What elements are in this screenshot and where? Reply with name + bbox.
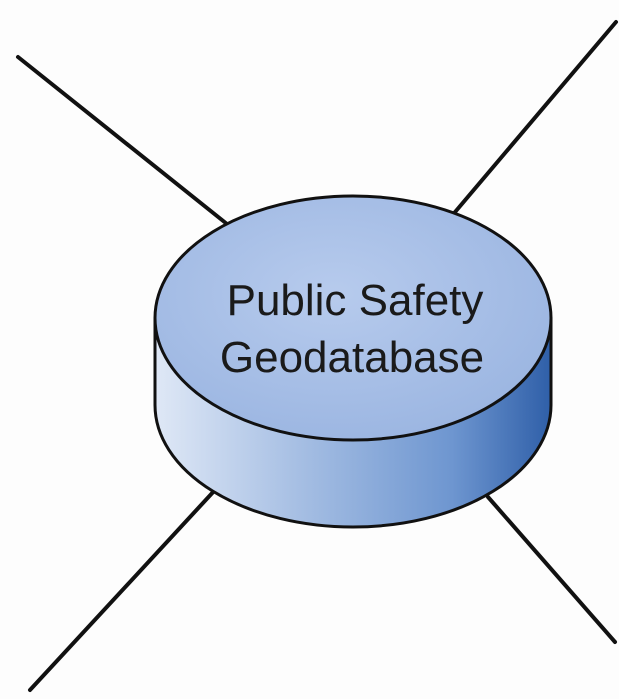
database-cylinder-top [153,194,553,442]
connector-line-down-left [28,488,217,692]
database-label-line2: Geodatabase [220,333,484,382]
connector-line-down-right [486,495,617,644]
connector-line-up-left [16,55,234,230]
connector-line-up-right [448,20,618,220]
database-label-line1: Public Safety [227,276,484,325]
